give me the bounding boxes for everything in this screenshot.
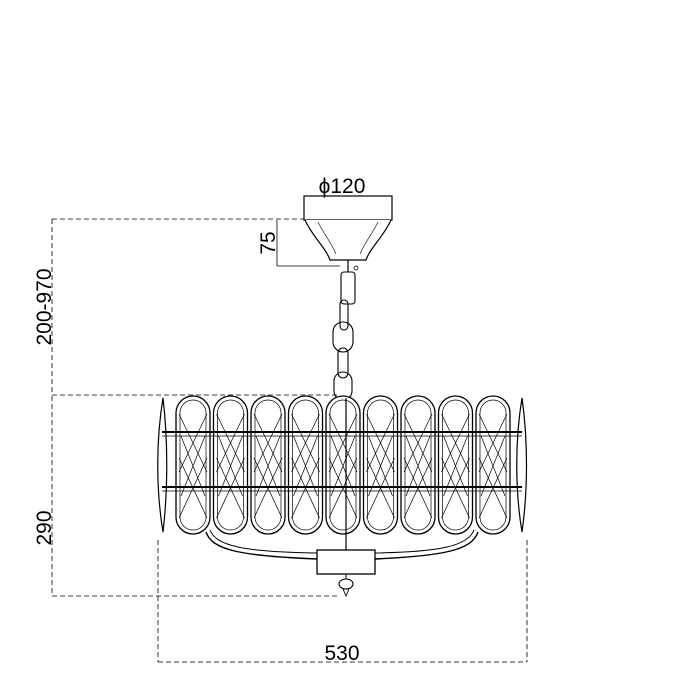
hanging-length-label: 200-970 <box>33 268 56 345</box>
drum-rings <box>162 431 522 492</box>
frame-arms <box>205 398 479 598</box>
body-width-label: 530 <box>324 642 359 665</box>
crystal-prism <box>175 395 211 535</box>
crystal-prism <box>212 395 249 535</box>
crystal-prism <box>400 395 436 535</box>
crystal-prism <box>325 395 361 535</box>
crystal-prism <box>287 395 324 535</box>
crystal-prism <box>437 395 474 535</box>
crystal-prism <box>475 395 511 535</box>
crystal-prism <box>362 395 399 535</box>
crystal-drum <box>175 395 511 535</box>
body-height-label: 290 <box>33 510 56 545</box>
canopy-diameter-label: ϕ120 <box>319 175 366 198</box>
canopy-height-label: 75 <box>257 231 280 254</box>
chain <box>332 271 356 401</box>
ceiling-canopy <box>303 195 393 272</box>
dimension-lines <box>51 218 528 663</box>
crystal-prism <box>250 395 286 535</box>
